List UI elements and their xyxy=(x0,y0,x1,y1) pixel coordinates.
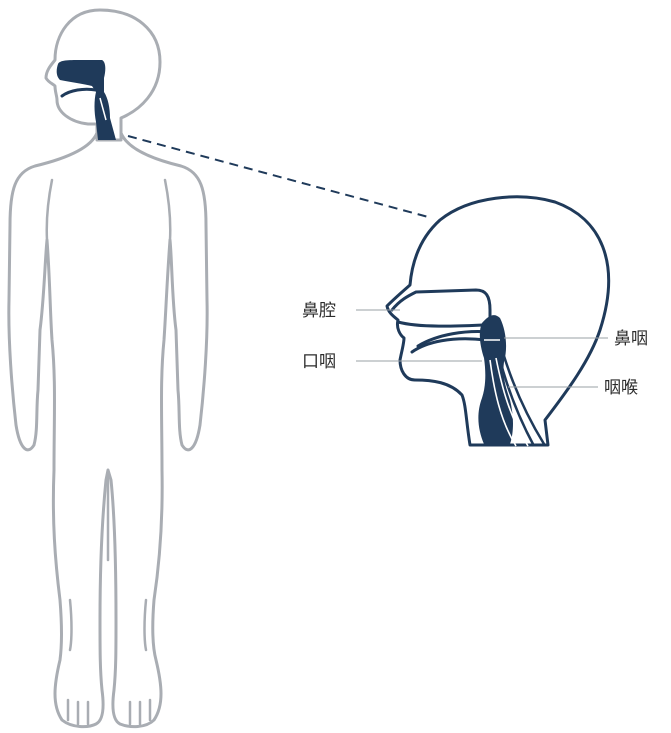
body-figure xyxy=(9,10,207,727)
label-oropharynx-text: 口咽 xyxy=(302,352,336,372)
label-laryngopharynx-text: 咽喉 xyxy=(604,378,638,398)
label-nasal-cavity: 鼻腔 xyxy=(302,301,400,321)
label-nasopharynx-text: 鼻咽 xyxy=(614,329,648,349)
enlarged-head xyxy=(387,197,609,446)
body-silhouette xyxy=(9,133,207,727)
label-nasal-cavity-text: 鼻腔 xyxy=(302,301,336,321)
